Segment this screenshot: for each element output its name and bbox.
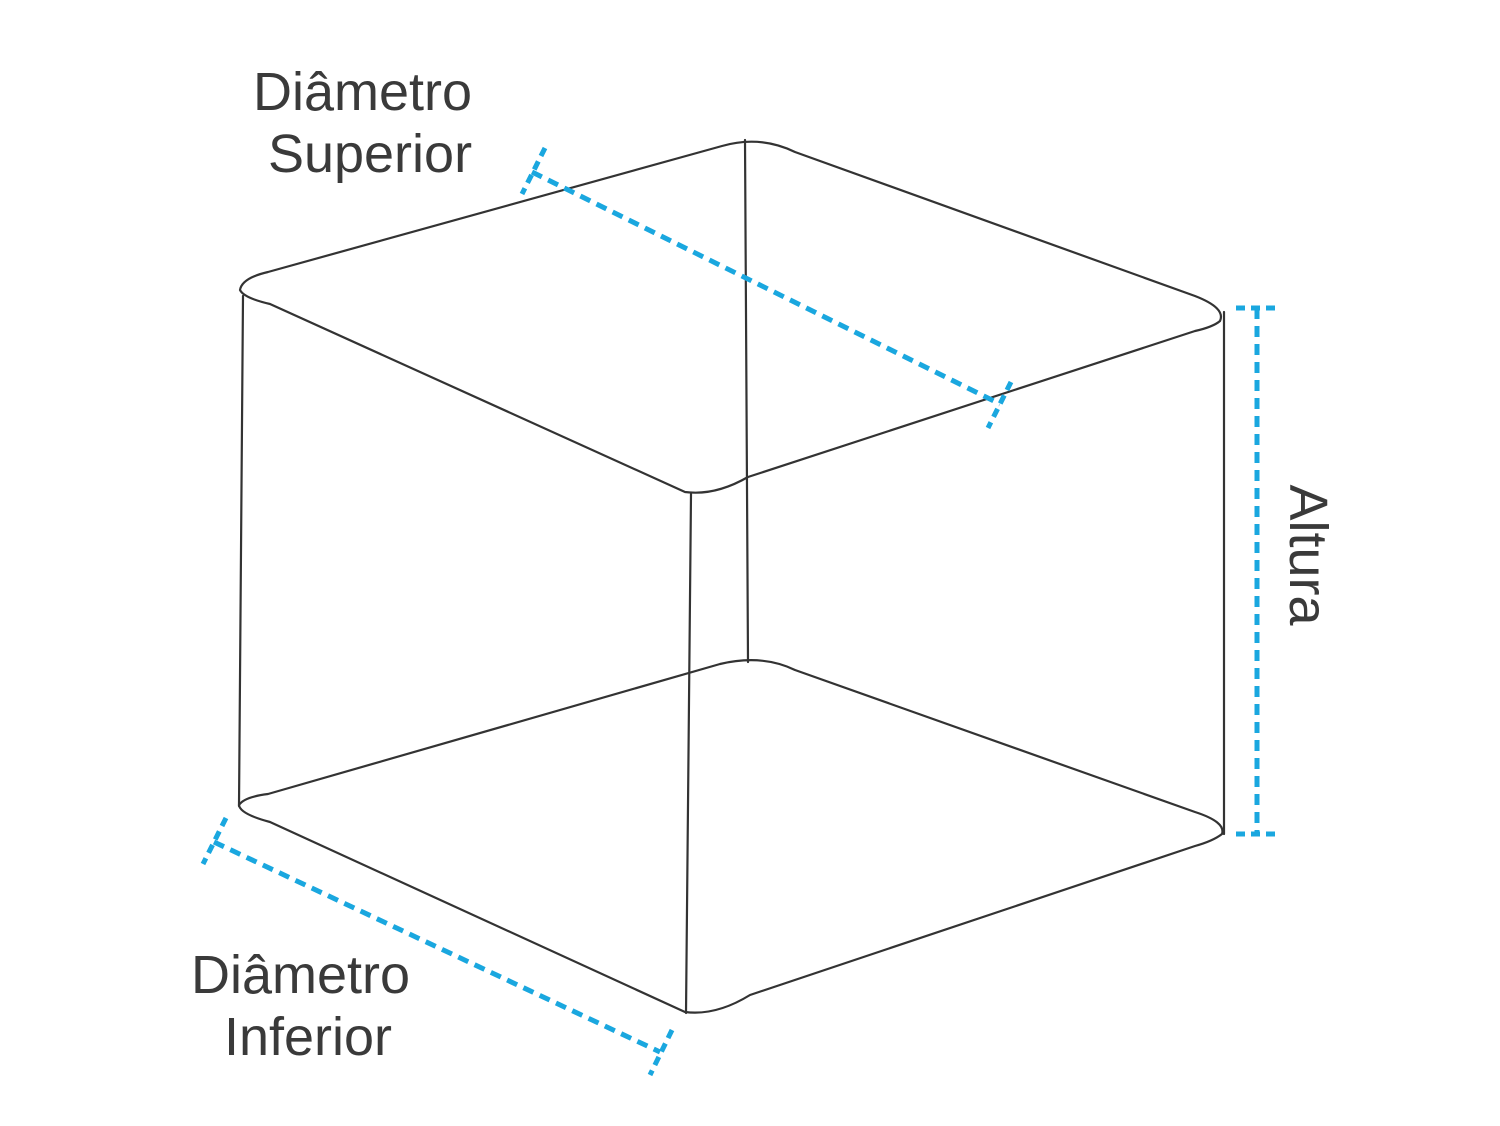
top-diameter-tick-end — [985, 380, 1014, 430]
box-outline — [237, 138, 1226, 1015]
top-diameter-label-line-2: Superior — [268, 124, 472, 184]
top-diameter-label-line-1: Diâmetro — [253, 62, 472, 122]
bottom-diameter-label: Diâmetro Inferior — [191, 945, 425, 1067]
height-dimension — [1236, 305, 1278, 837]
bottom-diameter-line — [212, 839, 662, 1055]
bottom-diameter-dimension — [200, 816, 675, 1077]
top-diameter-tick-start — [519, 146, 548, 196]
bottom-diameter-tick-end — [647, 1028, 675, 1077]
front-vertical-edge — [684, 492, 693, 1015]
top-face-outline — [238, 140, 1223, 494]
left-vertical-edge — [237, 294, 245, 808]
bottom-diameter-tick-start — [200, 816, 229, 866]
height-label: Altura — [1278, 484, 1338, 626]
bottom-diameter-label-line-1: Diâmetro — [191, 945, 410, 1005]
bottom-diameter-label-line-2: Inferior — [224, 1007, 392, 1067]
back-vertical-edge — [743, 138, 750, 664]
top-diameter-line — [530, 169, 1002, 407]
top-diameter-label: Diâmetro Superior — [253, 62, 487, 184]
top-diameter-dimension — [519, 146, 1014, 430]
